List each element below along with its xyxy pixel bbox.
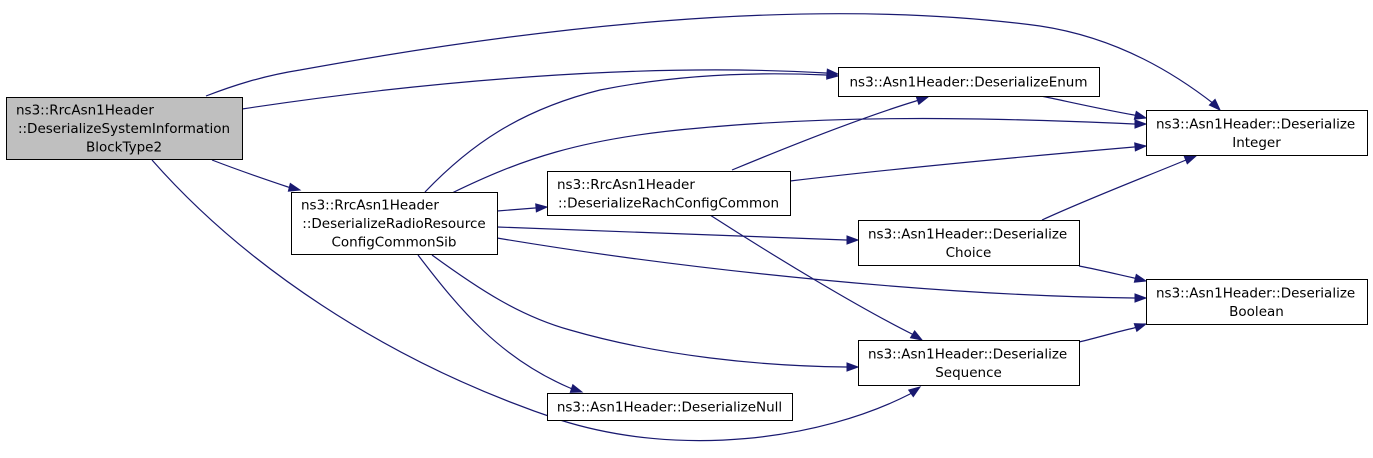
edge-line xyxy=(417,254,571,389)
edge-root-integer xyxy=(205,13,1222,112)
arrowhead xyxy=(1134,119,1148,129)
arrowhead xyxy=(846,235,860,245)
node-label-line: Boolean xyxy=(1229,304,1284,320)
node-box xyxy=(1146,279,1368,325)
edge-line xyxy=(789,146,1135,182)
edge-line xyxy=(496,226,847,241)
arrowhead xyxy=(1183,155,1198,165)
edge-line xyxy=(496,237,1135,299)
edge-line xyxy=(211,159,289,188)
node-root[interactable]: ns3::RrcAsn1Header::DeserializeSystemInf… xyxy=(6,97,243,160)
node-box xyxy=(858,220,1080,266)
edge-line xyxy=(151,159,911,442)
edge-radio-boolean xyxy=(496,237,1148,303)
node-label-line: ns3::RrcAsn1Header xyxy=(16,103,154,119)
node-label-line: BlockType2 xyxy=(86,140,162,156)
node-box xyxy=(858,340,1080,386)
node-box xyxy=(1146,110,1368,156)
edge-choice-integer xyxy=(1041,155,1198,221)
node-label-line: ns3::Asn1Header::Deserialize xyxy=(868,346,1067,362)
edge-line xyxy=(731,100,917,171)
arrowhead xyxy=(915,96,930,106)
node-label-line: ns3::Asn1Header::Deserialize xyxy=(1156,285,1355,301)
node-enum[interactable]: ns3::Asn1Header::DeserializeEnum xyxy=(838,67,1100,97)
arrowhead xyxy=(287,182,302,192)
edge-rach-enum xyxy=(731,96,930,171)
edge-radio-enum xyxy=(424,70,840,193)
arrowhead xyxy=(1134,142,1148,152)
arrowhead xyxy=(1133,110,1148,120)
node-label-line: ns3::Asn1Header::DeserializeEnum xyxy=(849,75,1087,91)
node-label-line: ::DeserializeRadioResource xyxy=(302,216,485,232)
edge-rach-integer xyxy=(789,142,1148,182)
node-label-line: ns3::Asn1Header::DeserializeNull xyxy=(557,400,782,416)
node-label-line: Sequence xyxy=(935,365,1002,381)
node-label-line: ::DeserializeSystemInformation xyxy=(18,121,230,137)
nodes-layer: ns3::RrcAsn1Header::DeserializeSystemInf… xyxy=(6,67,1368,421)
edge-line xyxy=(424,73,827,193)
arrowhead xyxy=(909,330,924,341)
edge-radio-choice xyxy=(496,226,860,245)
node-label-line: ConfigCommonSib xyxy=(331,235,456,251)
edge-root-enum xyxy=(241,68,840,110)
edge-radio-rach xyxy=(496,203,549,213)
edge-line xyxy=(709,214,913,335)
node-label-line: ::DeserializeRachConfigCommon xyxy=(558,195,779,211)
edge-radio-null xyxy=(417,254,584,393)
node-box xyxy=(291,192,498,255)
arrowhead xyxy=(1133,273,1148,283)
edge-enum-integer xyxy=(1040,95,1148,120)
edge-sequence-boolean xyxy=(1078,323,1148,343)
arrowhead xyxy=(826,70,840,80)
node-label-line: ns3::RrcAsn1Header xyxy=(301,198,439,214)
node-label-line: Integer xyxy=(1232,135,1281,151)
node-box xyxy=(838,67,1100,97)
edge-line xyxy=(431,254,847,368)
arrowhead xyxy=(1133,323,1148,333)
arrowhead xyxy=(907,386,922,398)
edge-rach-sequence xyxy=(709,214,924,341)
arrowhead xyxy=(1208,98,1222,112)
edge-line xyxy=(1078,265,1135,279)
node-rach[interactable]: ns3::RrcAsn1Header::DeserializeRachConfi… xyxy=(547,171,791,216)
edge-line xyxy=(1041,159,1187,221)
edge-line xyxy=(1040,95,1135,116)
node-label-line: ns3::Asn1Header::Deserialize xyxy=(868,226,1067,242)
node-box xyxy=(6,97,243,160)
edge-root-radio xyxy=(211,159,302,192)
edge-line xyxy=(205,13,1215,105)
edge-line xyxy=(1078,327,1135,343)
node-null[interactable]: ns3::Asn1Header::DeserializeNull xyxy=(547,393,793,421)
arrowhead xyxy=(846,362,860,372)
edge-radio-integer xyxy=(451,117,1148,194)
node-label-line: ns3::Asn1Header::Deserialize xyxy=(1156,116,1355,132)
edge-line xyxy=(496,207,536,212)
node-label-line: ns3::RrcAsn1Header xyxy=(557,177,695,193)
edge-radio-sequence xyxy=(431,254,860,372)
node-radio[interactable]: ns3::RrcAsn1Header::DeserializeRadioReso… xyxy=(291,192,498,255)
edge-choice-boolean xyxy=(1078,265,1148,283)
arrowhead xyxy=(569,383,584,393)
node-box xyxy=(547,393,793,421)
arrowhead xyxy=(535,203,549,213)
arrowhead xyxy=(1134,293,1148,303)
edge-line xyxy=(241,69,827,110)
edge-line xyxy=(451,117,1135,194)
node-label-line: Choice xyxy=(946,245,992,261)
edge-root-sequence xyxy=(151,159,922,442)
node-box xyxy=(547,171,791,216)
